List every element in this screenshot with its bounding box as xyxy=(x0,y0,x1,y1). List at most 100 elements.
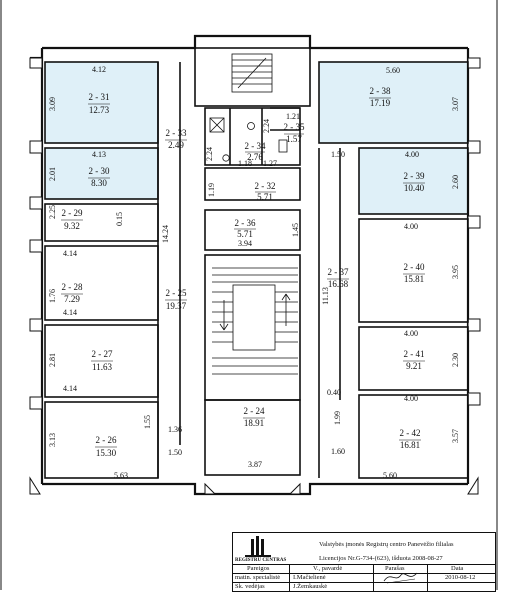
room-label-2-34: 2 - 342.76 xyxy=(245,141,266,162)
dim-label: 4.14 xyxy=(63,308,77,317)
room-fill-2-39 xyxy=(359,148,468,214)
dim-label: 1.36 xyxy=(168,425,182,434)
room-label-2-32: 2 - 325.71 xyxy=(255,181,276,202)
dim-label: 1.19 xyxy=(207,183,216,197)
dim-label: 3.87 xyxy=(248,460,262,469)
dim-label: 1.50 xyxy=(168,448,182,457)
svg-text:2 - 34: 2 - 34 xyxy=(245,141,266,151)
dim-label: 5.60 xyxy=(386,66,400,75)
svg-text:5.71: 5.71 xyxy=(257,192,273,202)
svg-text:11.63: 11.63 xyxy=(92,362,112,372)
svg-text:15.30: 15.30 xyxy=(96,448,117,458)
dim-label: 3.09 xyxy=(48,97,57,111)
room-label-2-29: 2 - 299.32 xyxy=(61,208,83,231)
header-date: Data xyxy=(451,565,464,572)
svg-text:7.29: 7.29 xyxy=(64,294,80,304)
svg-text:2 - 24: 2 - 24 xyxy=(244,406,265,416)
dim-label: 4.00 xyxy=(404,222,418,231)
dim-label: 5.63 xyxy=(114,471,128,480)
svg-text:2 - 36: 2 - 36 xyxy=(235,218,256,228)
svg-text:2 - 26: 2 - 26 xyxy=(96,435,117,445)
dim-label: 2.01 xyxy=(48,167,57,181)
room-fill-2-30 xyxy=(45,148,158,199)
dim-label: 3.13 xyxy=(48,433,57,447)
title-divider xyxy=(233,582,495,583)
svg-text:15.81: 15.81 xyxy=(404,274,424,284)
svg-text:2 - 29: 2 - 29 xyxy=(62,208,83,218)
dim-label: 2.30 xyxy=(451,353,460,367)
row1-position: matin. specialistė xyxy=(235,574,281,581)
dim-label: 3.07 xyxy=(451,97,460,111)
svg-text:2 - 25: 2 - 25 xyxy=(166,288,187,298)
room-label-2-36: 2 - 365.71 xyxy=(234,218,256,239)
svg-text:2 - 38: 2 - 38 xyxy=(370,86,391,96)
svg-text:2 - 39: 2 - 39 xyxy=(404,171,425,181)
dim-label: 1.21 xyxy=(286,112,300,121)
svg-text:19.37: 19.37 xyxy=(166,301,187,311)
row2-name: J.Žemkauskė xyxy=(293,583,328,590)
dim-label: 1.50 xyxy=(331,150,345,159)
svg-text:2 - 33: 2 - 33 xyxy=(166,128,187,138)
signature-icon xyxy=(383,572,418,584)
dim-label: 1.45 xyxy=(291,223,300,237)
svg-text:16.68: 16.68 xyxy=(328,279,349,289)
svg-text:2 - 35: 2 - 35 xyxy=(284,122,305,132)
inner-walls xyxy=(44,47,469,479)
highlighted-rooms xyxy=(45,62,468,214)
svg-text:18.91: 18.91 xyxy=(244,418,264,428)
svg-text:2 - 40: 2 - 40 xyxy=(404,262,425,272)
sanitary-fixtures xyxy=(209,117,288,162)
header-signature: Parašas xyxy=(385,565,405,572)
dim-label: 2.24 xyxy=(205,147,214,161)
dim-label: 4.14 xyxy=(63,249,77,258)
header-name: V., pavardė xyxy=(313,565,343,572)
dim-label: 5.60 xyxy=(383,471,397,480)
dim-label: 3.57 xyxy=(451,429,460,443)
title-divider xyxy=(233,564,495,565)
dim-label: 1.60 xyxy=(331,447,345,456)
logo-text: REGISTRU CENTRAS xyxy=(235,558,287,563)
svg-text:5.71: 5.71 xyxy=(237,229,253,239)
svg-text:2 - 30: 2 - 30 xyxy=(89,166,110,176)
dim-label: 14.24 xyxy=(161,225,170,243)
dim-label: 11.13 xyxy=(321,287,330,305)
dim-label: 0.40 xyxy=(327,388,341,397)
dim-label: 4.00 xyxy=(404,329,418,338)
registry-logo-icon xyxy=(245,536,271,557)
svg-text:2 - 42: 2 - 42 xyxy=(400,428,421,438)
dim-label: 4.12 xyxy=(92,65,106,74)
dim-label: 2.60 xyxy=(451,175,460,189)
svg-text:2.49: 2.49 xyxy=(168,140,184,150)
room-label-2-24: 2 - 24 18.91 xyxy=(243,406,265,428)
room-label-2-41: 2 - 419.21 xyxy=(403,349,425,371)
svg-text:8.30: 8.30 xyxy=(91,178,107,188)
title-divider xyxy=(373,564,374,591)
dim-label: 3.94 xyxy=(238,239,252,248)
svg-text:2 - 41: 2 - 41 xyxy=(404,349,425,359)
license-line: Licencijos Nr.G-734-(623), išduota 2008-… xyxy=(319,555,443,562)
dim-label: 1.55 xyxy=(143,415,152,429)
main-staircase xyxy=(212,267,298,375)
row1-name: I.Mačielienė xyxy=(293,574,326,581)
buttresses xyxy=(29,57,481,495)
room-label-2-35: 2 - 351.57 xyxy=(284,122,305,144)
dim-label: 2.25 xyxy=(48,205,57,219)
dim-label: 2.24 xyxy=(262,119,271,133)
dim-label: 1.76 xyxy=(48,289,57,303)
room-fill-2-38 xyxy=(319,62,468,143)
dim-label: 2.81 xyxy=(48,353,57,367)
dim-label: 4.14 xyxy=(63,384,77,393)
org-line: Valstybės įmonės Registrų centro Panevėž… xyxy=(319,541,454,548)
room-label-2-26: 2 - 26 15.30 xyxy=(95,435,117,458)
svg-text:2 - 28: 2 - 28 xyxy=(62,282,83,292)
registry-logo xyxy=(237,535,281,565)
room-label-2-33: 2 - 33 2.49 xyxy=(165,128,187,150)
title-divider xyxy=(427,564,428,591)
svg-text:2 - 32: 2 - 32 xyxy=(255,181,276,191)
